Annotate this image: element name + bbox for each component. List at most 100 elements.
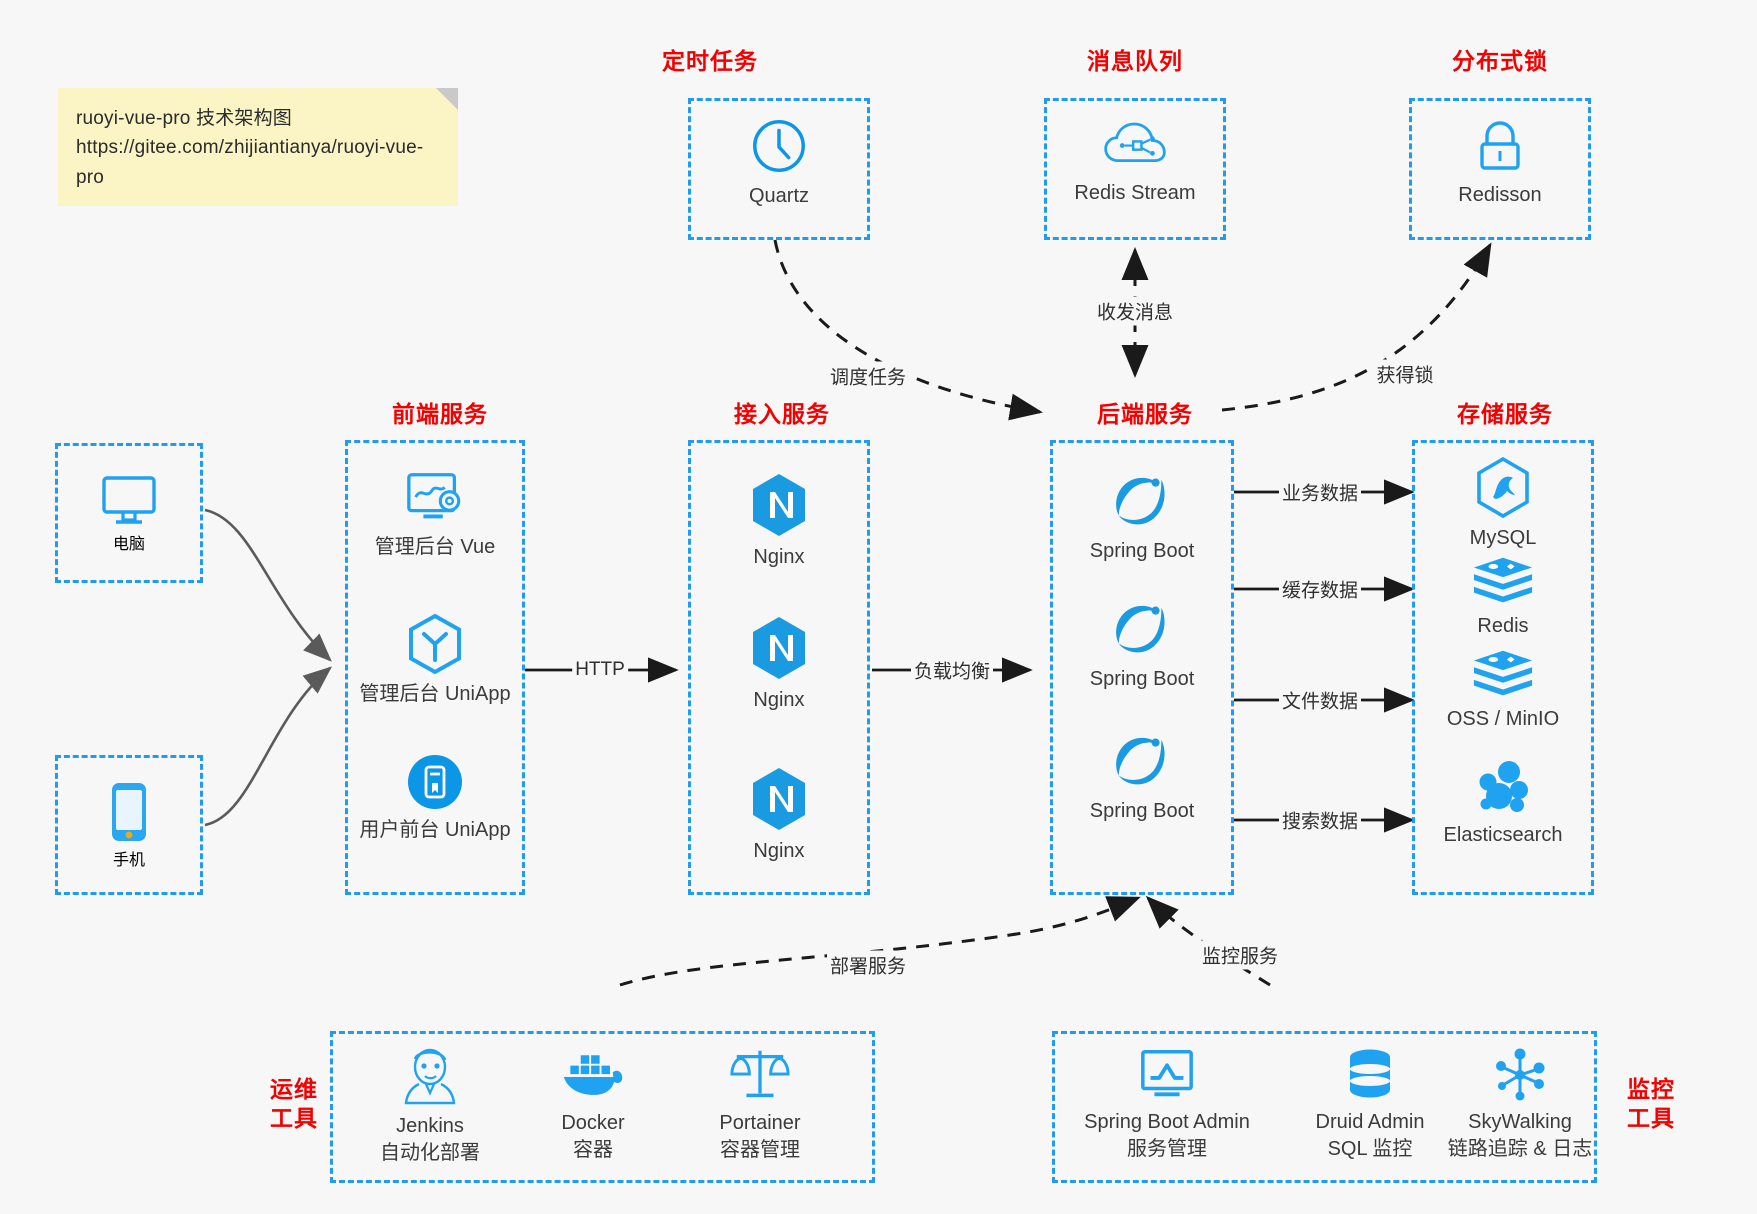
group-box-frontend bbox=[345, 440, 525, 895]
node-label: Nginx bbox=[753, 840, 805, 862]
elasticsearch-icon bbox=[1479, 761, 1528, 812]
node-label: MySQL bbox=[1469, 527, 1537, 549]
spring-boot-icon bbox=[1116, 477, 1165, 525]
group-box-backend bbox=[1050, 440, 1234, 895]
group-title-gateway: 接入服务 bbox=[734, 401, 830, 427]
desktop-monitor-icon bbox=[102, 476, 156, 524]
node-springboot-1[interactable]: Spring Boot bbox=[1050, 470, 1234, 565]
node-label: 管理后台 UniApp bbox=[359, 683, 511, 705]
edge-label-file-data: 文件数据 bbox=[1278, 685, 1362, 715]
node-quartz[interactable]: Quartz bbox=[688, 115, 870, 210]
redis-stack-icon bbox=[1473, 650, 1533, 696]
box-phone[interactable]: 手机 bbox=[55, 755, 203, 895]
edge-label-loadbalance: 负载均衡 bbox=[910, 655, 994, 685]
nginx-icon bbox=[753, 768, 805, 830]
group-title-scheduled-task: 定时任务 bbox=[662, 48, 758, 74]
node-label: 管理后台 Vue bbox=[374, 536, 496, 558]
dashboard-settings-icon bbox=[407, 473, 461, 519]
node-sublabel: 链路追踪 & 日志 bbox=[1447, 1138, 1593, 1160]
node-label: Quartz bbox=[748, 185, 810, 207]
edge-label-schedule: 调度任务 bbox=[826, 361, 910, 391]
edge-label-monitor: 监控服务 bbox=[1198, 940, 1282, 970]
group-title-monitor-line2: 工具 bbox=[1627, 1104, 1675, 1131]
nginx-icon bbox=[753, 617, 805, 679]
group-box-monitor bbox=[1052, 1031, 1597, 1183]
group-title-devops-line2: 工具 bbox=[270, 1104, 318, 1131]
note-url: https://gitee.com/zhijiantianya/ruoyi-vu… bbox=[76, 137, 424, 188]
node-sublabel: 自动化部署 bbox=[380, 1142, 480, 1164]
edge-label-deploy: 部署服务 bbox=[826, 950, 910, 980]
database-stack-icon bbox=[1350, 1049, 1390, 1098]
node-admin-vue[interactable]: 管理后台 Vue bbox=[345, 470, 525, 561]
node-springboot-3[interactable]: Spring Boot bbox=[1050, 730, 1234, 825]
clock-icon bbox=[753, 120, 805, 172]
group-box-message-queue bbox=[1044, 98, 1226, 240]
node-label: 用户前台 UniApp bbox=[359, 819, 511, 841]
node-user-uniapp[interactable]: 用户前台 UniApp bbox=[345, 753, 525, 844]
skywalking-node-icon bbox=[1496, 1048, 1545, 1101]
node-sublabel: 服务管理 bbox=[1127, 1138, 1207, 1160]
group-title-frontend: 前端服务 bbox=[392, 401, 488, 427]
node-docker[interactable]: Docker 容器 bbox=[508, 1048, 678, 1164]
group-title-storage: 存储服务 bbox=[1457, 401, 1553, 427]
group-box-distributed-lock bbox=[1409, 98, 1591, 240]
cloud-stream-icon bbox=[1104, 122, 1166, 163]
group-title-devops: 运维 工具 bbox=[256, 1075, 332, 1133]
node-jenkins[interactable]: Jenkins 自动化部署 bbox=[345, 1045, 515, 1167]
edge-label-search-data: 搜索数据 bbox=[1278, 805, 1362, 835]
node-label: Redis bbox=[1477, 615, 1529, 637]
uniapp-cube-icon bbox=[409, 613, 461, 675]
node-nginx-2[interactable]: Nginx bbox=[688, 615, 870, 714]
group-title-devops-line1: 运维 bbox=[270, 1076, 318, 1102]
node-label: Spring Boot Admin bbox=[1084, 1111, 1250, 1133]
jenkins-butler-icon bbox=[404, 1048, 456, 1105]
node-nginx-1[interactable]: Nginx bbox=[688, 472, 870, 571]
box-computer[interactable]: 电脑 bbox=[55, 443, 203, 583]
node-admin-uniapp[interactable]: 管理后台 UniApp bbox=[345, 613, 525, 708]
node-mysql[interactable]: MySQL bbox=[1412, 457, 1594, 552]
node-label: Spring Boot bbox=[1089, 668, 1195, 690]
monitor-chart-icon bbox=[1141, 1050, 1193, 1097]
node-portainer[interactable]: Portainer 容器管理 bbox=[670, 1046, 850, 1164]
node-label: OSS / MinIO bbox=[1446, 708, 1560, 730]
node-druid-admin[interactable]: Druid Admin SQL 监控 bbox=[1280, 1047, 1460, 1163]
edge-label-messages: 收发消息 bbox=[1093, 296, 1177, 326]
node-springboot-2[interactable]: Spring Boot bbox=[1050, 598, 1234, 693]
node-label: Spring Boot bbox=[1089, 540, 1195, 562]
node-redis[interactable]: Redis bbox=[1412, 555, 1594, 640]
node-sublabel: SQL 监控 bbox=[1327, 1138, 1413, 1160]
group-title-message-queue: 消息队列 bbox=[1087, 48, 1183, 74]
node-label: Redisson bbox=[1458, 184, 1542, 206]
node-sublabel: 容器 bbox=[573, 1139, 613, 1161]
group-box-gateway bbox=[688, 440, 870, 895]
group-title-distributed-lock: 分布式锁 bbox=[1452, 48, 1548, 74]
node-oss-minio[interactable]: OSS / MinIO bbox=[1412, 648, 1594, 733]
node-label: Portainer bbox=[719, 1112, 801, 1134]
node-label: Nginx bbox=[753, 689, 805, 711]
mysql-dolphin-icon bbox=[1477, 457, 1529, 519]
node-label: Druid Admin bbox=[1315, 1111, 1425, 1133]
edge-lock-line bbox=[1221, 242, 1492, 412]
node-nginx-3[interactable]: Nginx bbox=[688, 766, 870, 865]
edge-computer-to-frontend bbox=[204, 508, 332, 662]
docker-whale-icon bbox=[563, 1055, 623, 1095]
node-label: Jenkins bbox=[396, 1115, 464, 1137]
node-elasticsearch[interactable]: Elasticsearch bbox=[1412, 760, 1594, 849]
lock-icon bbox=[1480, 121, 1520, 170]
note-fold-corner bbox=[436, 88, 458, 110]
node-label: Docker bbox=[561, 1112, 625, 1134]
node-redis-stream[interactable]: Redis Stream bbox=[1044, 118, 1226, 207]
node-label: 电脑 bbox=[112, 536, 145, 553]
edge-label-cache-data: 缓存数据 bbox=[1278, 574, 1362, 604]
redis-stack-icon bbox=[1473, 557, 1533, 603]
node-label: Elasticsearch bbox=[1443, 824, 1563, 846]
scales-balance-icon bbox=[730, 1050, 790, 1098]
node-label: 手机 bbox=[112, 852, 145, 869]
group-title-monitor-line1: 监控 bbox=[1627, 1076, 1675, 1102]
node-skywalking[interactable]: SkyWalking 链路追踪 & 日志 bbox=[1425, 1047, 1615, 1163]
node-label: Spring Boot bbox=[1089, 800, 1195, 822]
edge-label-lock: 获得锁 bbox=[1373, 359, 1437, 389]
node-redisson[interactable]: Redisson bbox=[1409, 118, 1591, 209]
node-spring-boot-admin[interactable]: Spring Boot Admin 服务管理 bbox=[1062, 1047, 1272, 1163]
